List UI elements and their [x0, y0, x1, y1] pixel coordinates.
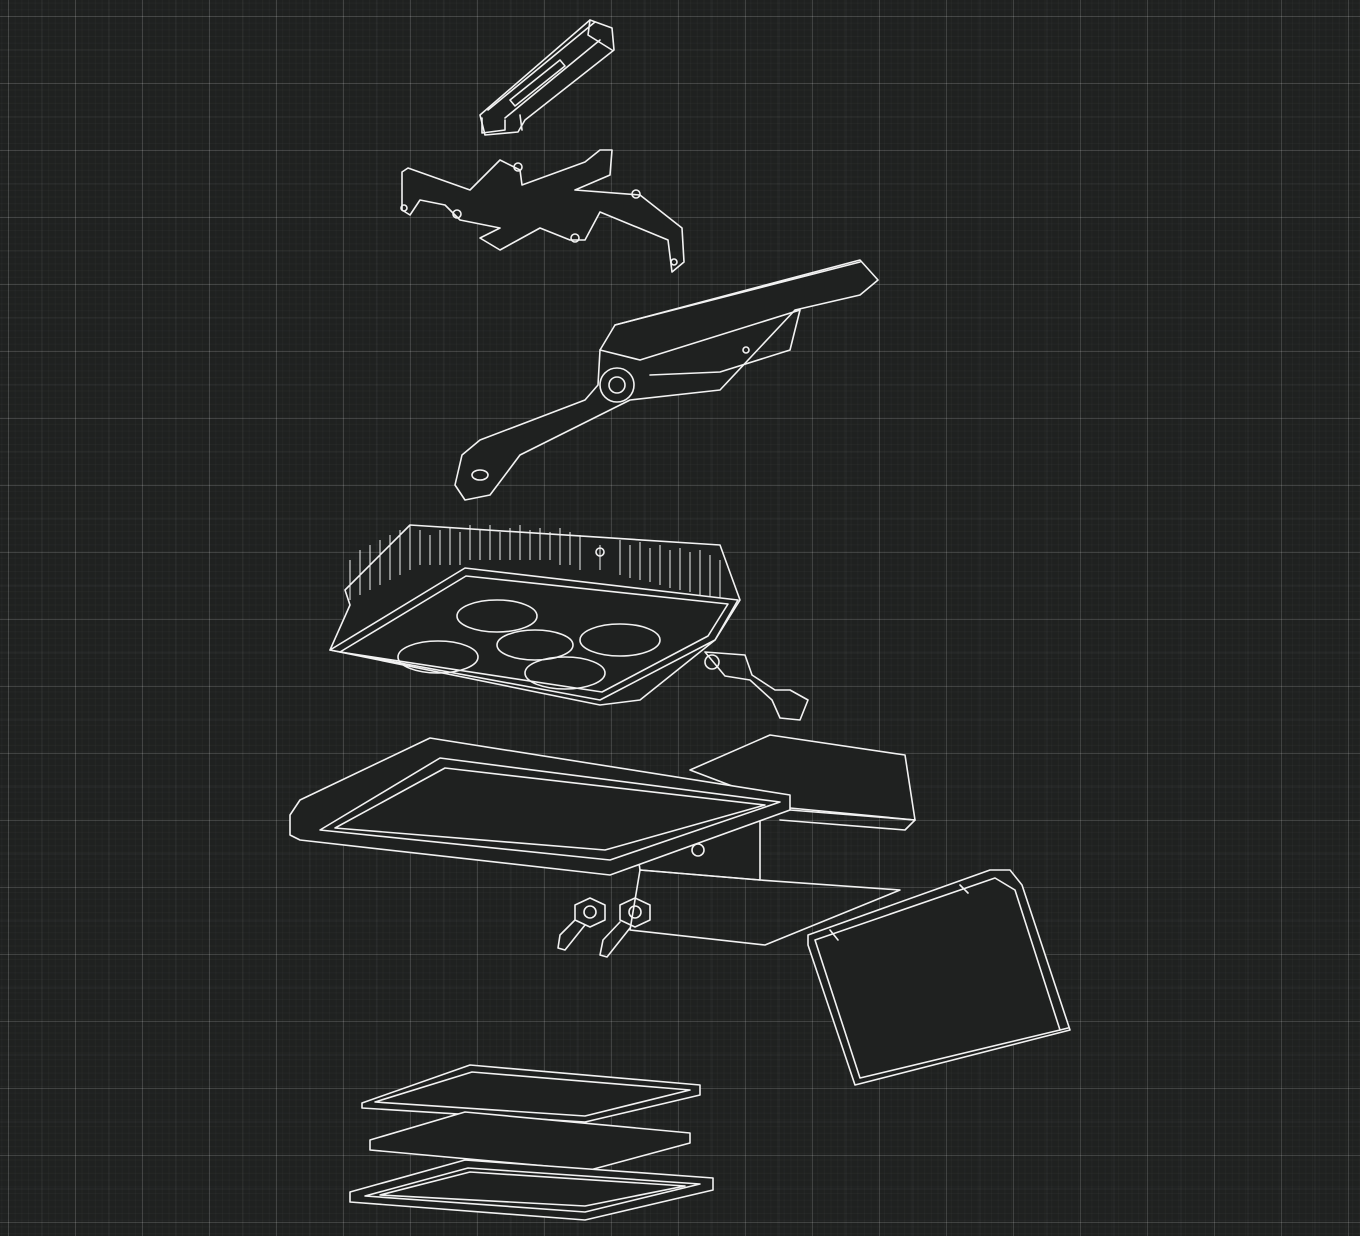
- hinged-cover: [807, 869, 1071, 1086]
- cable-glands: [557, 897, 651, 958]
- housing-with-driver-box: [289, 734, 916, 946]
- lens-plate-bottom: [349, 1159, 714, 1221]
- star-bracket: [400, 149, 685, 273]
- lens-plate-top: [361, 1064, 701, 1123]
- mounting-clip: [479, 19, 615, 136]
- led-heatsink-module: [329, 524, 809, 721]
- arm: [454, 259, 879, 501]
- lens-plate-middle: [369, 1111, 691, 1171]
